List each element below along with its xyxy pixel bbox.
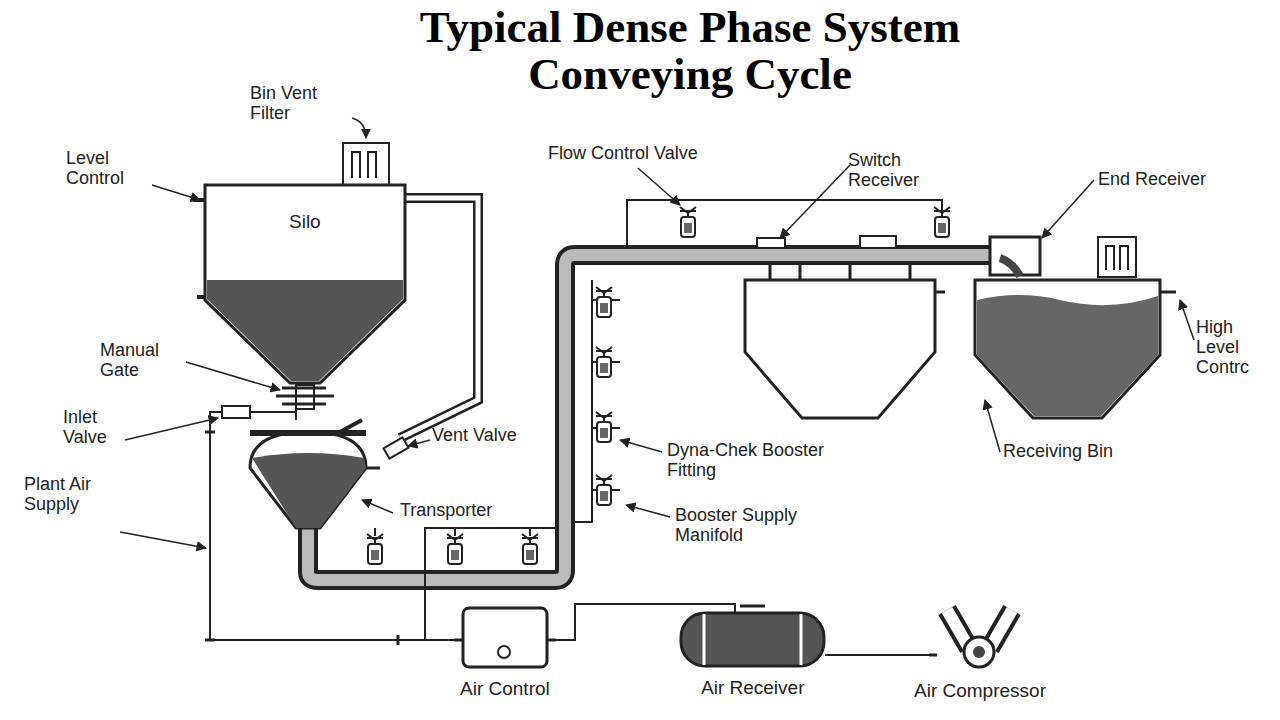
node-label: Air Control xyxy=(460,678,550,700)
part-label: Receiving Bin xyxy=(1003,441,1153,461)
air-line xyxy=(825,654,937,656)
part-label: Bin Vent Filter xyxy=(250,83,360,123)
part-label: Booster Supply Manifold xyxy=(675,505,865,545)
part-label: High Level Contrc xyxy=(1196,317,1278,377)
node-label: Air Compressor xyxy=(914,680,1046,702)
title: Typical Dense Phase System Conveying Cyc… xyxy=(330,4,1050,99)
air-control-box: Air Control xyxy=(462,607,548,668)
node-shape xyxy=(462,607,548,668)
part-label: Inlet Valve xyxy=(63,407,143,447)
air-compressor: Air Compressor xyxy=(937,608,1022,670)
part-label: End Receiver xyxy=(1098,169,1248,189)
part-label: Plant Air Supply xyxy=(24,474,124,514)
node-label: Silo xyxy=(289,211,321,233)
part-label: Dyna-Chek Booster Fitting xyxy=(667,440,857,480)
node-shape xyxy=(680,612,825,667)
node-label: Air Receiver xyxy=(701,677,804,699)
node-shape xyxy=(937,608,1022,670)
part-label: Vent Valve xyxy=(432,425,522,445)
part-label: Level Control xyxy=(66,148,166,188)
air-receiver-tank: Air Receiver xyxy=(680,612,825,667)
silo-vessel: Silo xyxy=(205,185,405,385)
part-label: Transporter xyxy=(400,500,530,520)
part-label: Manual Gate xyxy=(100,340,200,380)
part-label: Switch Receiver xyxy=(848,150,958,190)
part-label: Flow Control Valve xyxy=(548,143,708,163)
